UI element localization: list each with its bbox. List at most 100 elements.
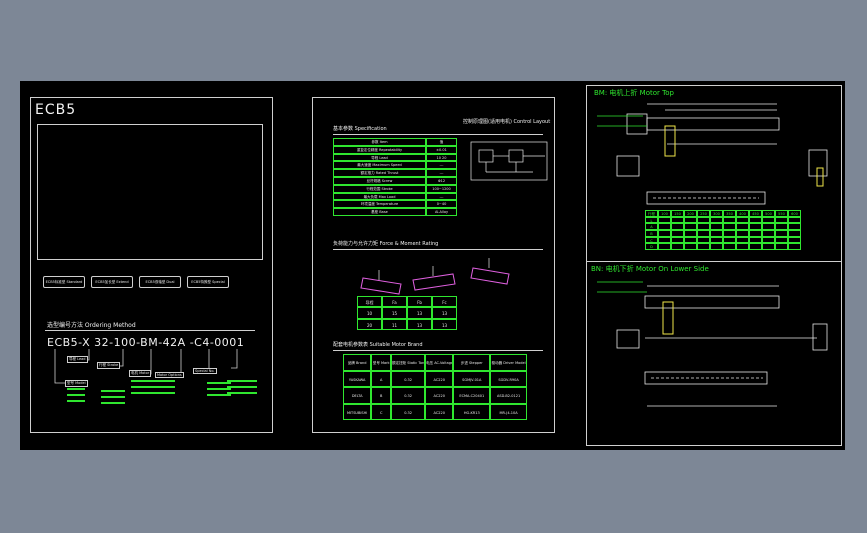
section-top-title: BM: 电机上折 Motor Top	[594, 89, 674, 97]
table-cell: 13	[407, 307, 432, 319]
table-cell: HG-KR13	[453, 403, 491, 420]
code-description-line	[207, 394, 231, 396]
table-cell: ASD-B2-0121	[490, 387, 527, 404]
table-cell	[736, 243, 749, 250]
code-description-line	[67, 400, 85, 402]
table-cell: AC220	[425, 370, 454, 387]
table-cell	[697, 216, 710, 224]
table-cell	[723, 230, 736, 237]
table-cell	[697, 243, 710, 250]
code-label: 电机 Motor	[129, 370, 152, 377]
layout-title: 控制原理图(适用电机) Control Layout	[463, 119, 551, 125]
code-description-line	[101, 390, 125, 392]
table-cell	[723, 216, 736, 224]
table-header-cell: 参数 Item	[333, 138, 426, 146]
table-cell	[736, 216, 749, 224]
spec-title: 基本参数 Specification	[333, 126, 387, 132]
table-cell: 最大负载 Max Load	[333, 192, 426, 201]
table-cell: SGMJV-01A	[453, 370, 491, 387]
table-header-cell: 步进 Stepper	[453, 354, 491, 371]
table-header-cell: 500	[762, 210, 775, 217]
motor-underline	[333, 350, 543, 351]
table-header-cell: 导程	[357, 296, 382, 308]
code-description-line	[207, 382, 231, 384]
table-cell	[671, 223, 684, 230]
code-description-line	[157, 386, 175, 388]
table-cell	[710, 216, 723, 224]
table-cell	[684, 236, 697, 244]
table-cell	[684, 243, 697, 250]
table-header-cell: 400	[736, 210, 749, 217]
code-description-line	[207, 388, 231, 390]
table-header-cell: 值	[426, 138, 457, 146]
table-header-cell: 350	[723, 210, 736, 217]
table-header-cell: 品牌 Brand	[343, 354, 372, 371]
table-cell	[749, 223, 762, 230]
series-button[interactable]: ECB5加长型 Extend	[91, 276, 133, 288]
series-button[interactable]: ECB5双轴型 Dual	[139, 276, 181, 288]
table-cell: 15	[382, 307, 407, 319]
code-label: Motor Options	[155, 372, 184, 378]
table-cell	[775, 216, 788, 224]
control-layout-diagram	[470, 141, 548, 181]
table-header-cell: Fa	[382, 296, 407, 308]
table-header-cell: 行程	[645, 210, 658, 217]
sheet-dimensions: BM: 电机上折 Motor Top BN: 电机下折 Motor On Low…	[586, 85, 842, 446]
sheet-title: ECB5	[35, 102, 77, 118]
table-cell: YASKAWA	[343, 370, 372, 387]
table-header-cell: 150	[671, 210, 684, 217]
image-frame	[37, 124, 263, 260]
table-cell	[762, 230, 775, 237]
code-description-line	[131, 392, 161, 394]
table-cell: Al-Alloy	[426, 208, 457, 216]
table-header-cell: 额定扭矩 Static Torque N.m	[391, 354, 426, 371]
table-cell: D	[645, 243, 658, 250]
spec-underline	[333, 134, 543, 135]
table-cell	[762, 216, 775, 224]
table-cell: 重复定位精度 Repeatability	[333, 145, 426, 154]
table-cell	[671, 236, 684, 244]
series-button[interactable]: ECB5标准型 Standard	[43, 276, 85, 288]
table-header-cell: Fb	[407, 296, 432, 308]
table-cell: 0.32	[391, 403, 426, 420]
series-button[interactable]: ECB5特殊型 Special	[187, 276, 229, 288]
table-cell: ±0.01	[426, 145, 457, 154]
table-cell: AC220	[425, 403, 454, 420]
table-cell: ---	[426, 169, 457, 177]
table-cell: 丝杆规格 Screw	[333, 177, 426, 185]
table-header-cell: 450	[749, 210, 762, 217]
table-cell: 11	[382, 318, 407, 330]
load-direction-sketches	[360, 258, 510, 295]
sheet-specifications: 基本参数 Specification 控制原理图(适用电机) Control L…	[312, 97, 555, 433]
table-header-cell: 300	[710, 210, 723, 217]
table-cell	[788, 243, 801, 250]
table-cell: Φ12	[426, 177, 457, 185]
table-cell: 最大速度 Maximum Speed	[333, 161, 426, 170]
ordering-title: 选型编号方法 Ordering Method	[47, 322, 136, 329]
table-cell: L	[645, 216, 658, 224]
table-cell	[749, 216, 762, 224]
table-cell: ---	[426, 161, 457, 170]
code-description-line	[131, 380, 161, 382]
ordering-underline	[45, 330, 255, 331]
cad-canvas[interactable]: ECB5 ECB5标准型 Standard ECB5加长型 Extend ECB5双…	[20, 81, 845, 450]
table-cell: 100~1200	[426, 184, 457, 193]
table-cell: 导程 Lead	[333, 153, 426, 162]
section-bottom-title: BN: 电机下折 Motor On Lower Side	[591, 265, 709, 273]
table-cell: C	[645, 236, 658, 244]
table-cell	[697, 223, 710, 230]
table-cell: 基座 Base	[333, 208, 426, 216]
table-cell	[749, 243, 762, 250]
table-cell: MITSUBISHI	[343, 403, 372, 420]
code-description-line	[227, 380, 257, 382]
table-header-cell: 驱动器 Driver Model	[490, 354, 527, 371]
table-cell	[736, 230, 749, 237]
table-cell: DELTA	[343, 387, 372, 404]
table-cell: A	[645, 223, 658, 230]
code-description-line	[157, 380, 175, 382]
table-cell	[775, 223, 788, 230]
code-description-line	[227, 392, 257, 394]
